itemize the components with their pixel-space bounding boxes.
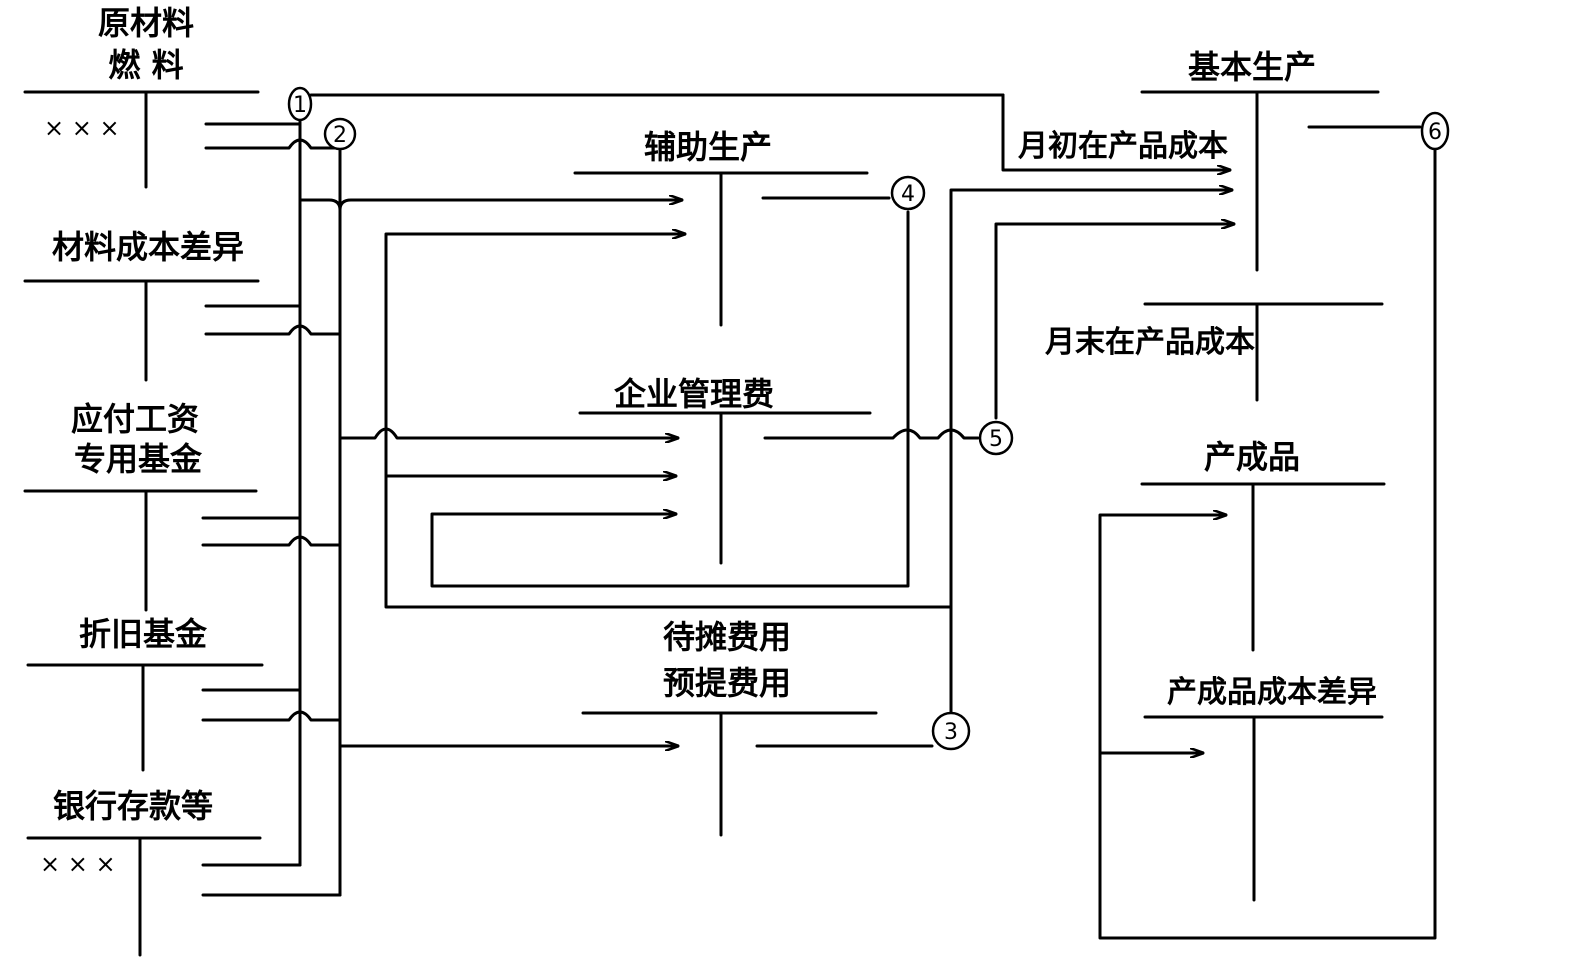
t-account-finished-variance — [1143, 715, 1384, 902]
step-1-marker: 1 — [287, 86, 313, 122]
svg-text:6: 6 — [1428, 120, 1442, 145]
label-bank: 银行存款等 — [53, 787, 213, 825]
t-account-material-variance — [23, 279, 260, 382]
t-account-admin-expense — [578, 411, 872, 565]
t-account-finished-goods — [1140, 482, 1386, 652]
step-2-marker: 2 — [323, 117, 357, 151]
t-account-depreciation — [26, 663, 264, 772]
svg-text:4: 4 — [901, 182, 915, 207]
step-6-marker: 6 — [1420, 111, 1450, 151]
flow-1 — [309, 93, 1232, 170]
arrow-to-auxiliary — [298, 200, 684, 212]
bank-balance: × × × — [40, 850, 116, 878]
label-closing-wip: 月末在产品成本 — [1045, 325, 1255, 360]
t-account-raw-material — [23, 90, 260, 189]
flow-6 — [1098, 125, 1437, 940]
label-wages-l2: 专用基金 — [74, 440, 203, 478]
svg-text:5: 5 — [989, 427, 1003, 452]
label-admin-expense: 企业管理费 — [614, 375, 774, 413]
label-depreciation: 折旧基金 — [79, 615, 208, 653]
label-raw-material-l2: 燃 料 — [108, 46, 183, 84]
step-4-marker: 4 — [890, 175, 926, 211]
step-3-marker: 3 — [931, 711, 971, 751]
raw-material-balance: × × × — [44, 114, 120, 142]
t-account-basic-production — [1140, 90, 1384, 402]
step-5-marker: 5 — [978, 420, 1014, 456]
arrow-to-admin-expense — [338, 427, 680, 438]
t-account-bank — [26, 836, 262, 957]
flow-4 — [430, 190, 1234, 609]
label-deferred-l2: 预提费用 — [663, 664, 791, 702]
t-account-deferred — [581, 711, 878, 837]
label-deferred-l1: 待摊费用 — [663, 618, 791, 656]
svg-text:1: 1 — [293, 93, 307, 118]
label-auxiliary: 辅助生产 — [644, 128, 772, 166]
label-basic-production: 基本生产 — [1188, 48, 1316, 86]
svg-text:2: 2 — [333, 123, 347, 148]
t-account-auxiliary — [573, 171, 869, 327]
label-material-variance: 材料成本差异 — [52, 228, 244, 266]
t-account-wages — [23, 489, 258, 612]
label-finished-variance: 产成品成本差异 — [1167, 675, 1377, 710]
svg-text:3: 3 — [944, 720, 958, 745]
flow-3 — [384, 234, 953, 748]
label-wages-l1: 应付工资 — [71, 400, 199, 438]
label-opening-wip: 月初在产品成本 — [1018, 129, 1228, 164]
flow-5 — [763, 224, 1236, 440]
label-raw-material-l1: 原材料 — [98, 4, 194, 42]
label-finished-goods: 产成品 — [1204, 438, 1300, 476]
flow-stubs-left — [201, 122, 342, 897]
